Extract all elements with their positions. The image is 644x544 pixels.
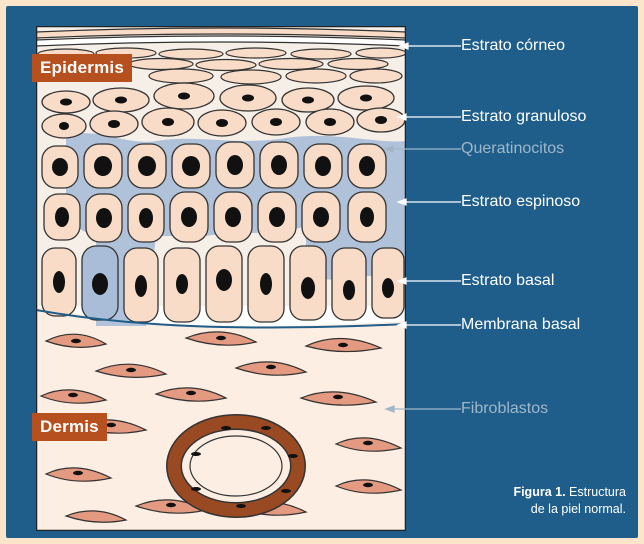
- caption-line-1: Estructura: [569, 485, 626, 499]
- figure-panel: Epidermis Dermis Estrato córneo Estrato …: [6, 6, 638, 538]
- caption-line-2: de la piel normal.: [531, 502, 626, 516]
- label-queratinocitos: Queratinocitos: [461, 140, 564, 158]
- caption-figure-number: Figura 1.: [513, 485, 565, 499]
- label-estrato-corneo: Estrato córneo: [461, 37, 565, 55]
- label-estrato-granuloso: Estrato granuloso: [461, 108, 586, 126]
- figure-caption: Figura 1. Estructura de la piel normal.: [476, 484, 626, 518]
- label-fibroblastos: Fibroblastos: [461, 400, 548, 418]
- label-estrato-basal: Estrato basal: [461, 272, 554, 290]
- label-estrato-espinoso: Estrato espinoso: [461, 193, 580, 211]
- label-membrana-basal: Membrana basal: [461, 316, 580, 334]
